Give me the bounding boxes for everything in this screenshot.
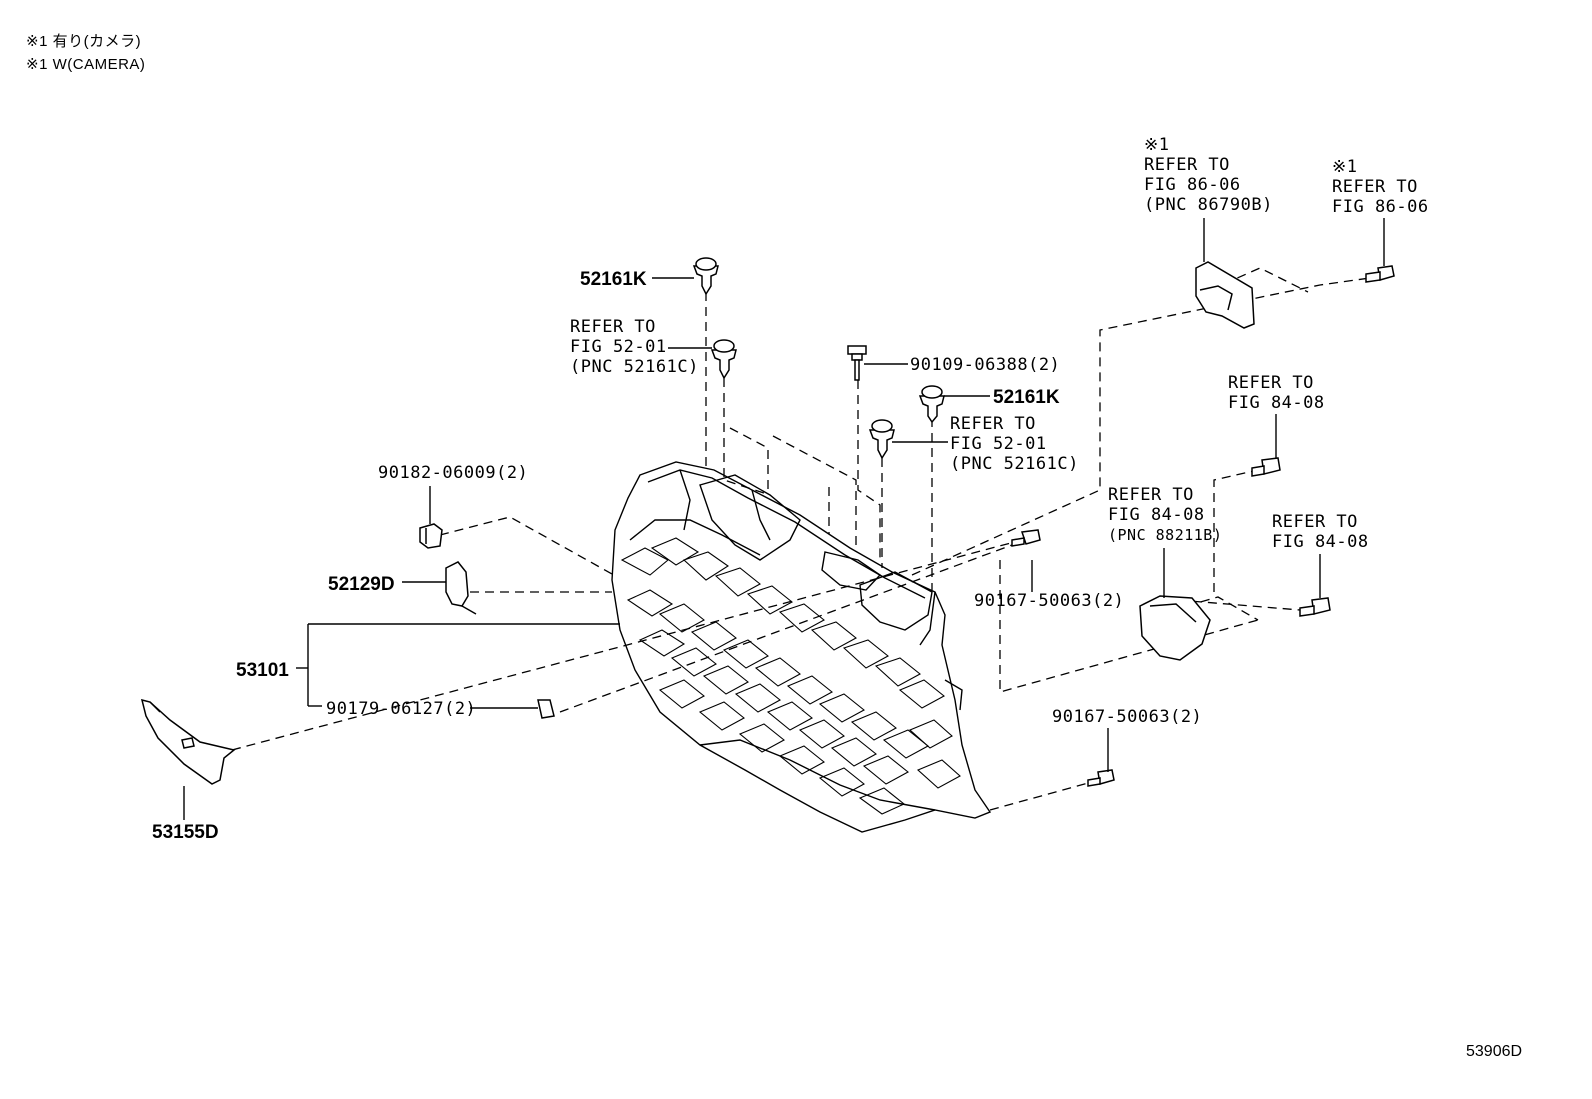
leader-lines	[183, 218, 1385, 820]
cover-53155d	[140, 698, 236, 785]
bolt-84-08-top	[1251, 457, 1281, 477]
label-refer-fig-84-08-top: REFER TO FIG 84-08	[1228, 373, 1325, 413]
label-refer-fig-86-06-pnc: ※1 REFER TO FIG 86-06 (PNC 86790B)	[1144, 135, 1273, 215]
label-52161k-top: 52161K	[580, 269, 647, 290]
label-90179-06127: 90179-06127(2)	[326, 699, 476, 719]
bolt-84-08-right	[1299, 597, 1331, 617]
sensor-88211b	[1139, 595, 1211, 661]
note-camera-en: ※1 W(CAMERA)	[26, 56, 146, 73]
label-52161k-right: 52161K	[993, 387, 1060, 408]
figure-id: 53906D	[1466, 1043, 1522, 1060]
label-refer-fig-86-06: ※1 REFER TO FIG 86-06	[1332, 157, 1429, 217]
label-refer-fig-84-08-pnc: REFER TO FIG 84-08 (PNC 88211B)	[1108, 485, 1222, 544]
clip-52161k-top	[692, 257, 719, 296]
label-90182-06009: 90182-06009(2)	[378, 463, 528, 483]
clip-52161c-left	[710, 339, 737, 380]
label-52129d: 52129D	[328, 574, 395, 595]
clip-52161k-right	[918, 385, 945, 424]
bolt-86-06	[1365, 265, 1395, 283]
label-refer-fig-52-01-right: REFER TO FIG 52-01 (PNC 52161C)	[950, 414, 1079, 474]
bolt-90109	[847, 345, 867, 381]
clip-52161c-right	[868, 419, 895, 460]
bolt-90167-bottom	[1087, 769, 1115, 787]
label-90167-50063-center: 90167-50063(2)	[974, 591, 1124, 611]
nut-90182	[419, 523, 443, 549]
clip-90179	[537, 699, 555, 719]
radiator-grille-53101	[611, 461, 992, 833]
note-camera-jp: ※1 有り(カメラ)	[26, 33, 142, 50]
bolt-90167-center	[1011, 529, 1041, 547]
label-53155d: 53155D	[152, 822, 219, 843]
label-refer-fig-84-08-right: REFER TO FIG 84-08	[1272, 512, 1369, 552]
camera-bracket-86790b	[1195, 261, 1255, 329]
label-53101: 53101	[236, 660, 289, 681]
bracket-52129d	[445, 561, 477, 615]
label-90109-06388: 90109-06388(2)	[910, 355, 1060, 375]
label-90167-50063-bottom: 90167-50063(2)	[1052, 707, 1202, 727]
label-refer-fig-52-01-left: REFER TO FIG 52-01 (PNC 52161C)	[570, 317, 699, 377]
